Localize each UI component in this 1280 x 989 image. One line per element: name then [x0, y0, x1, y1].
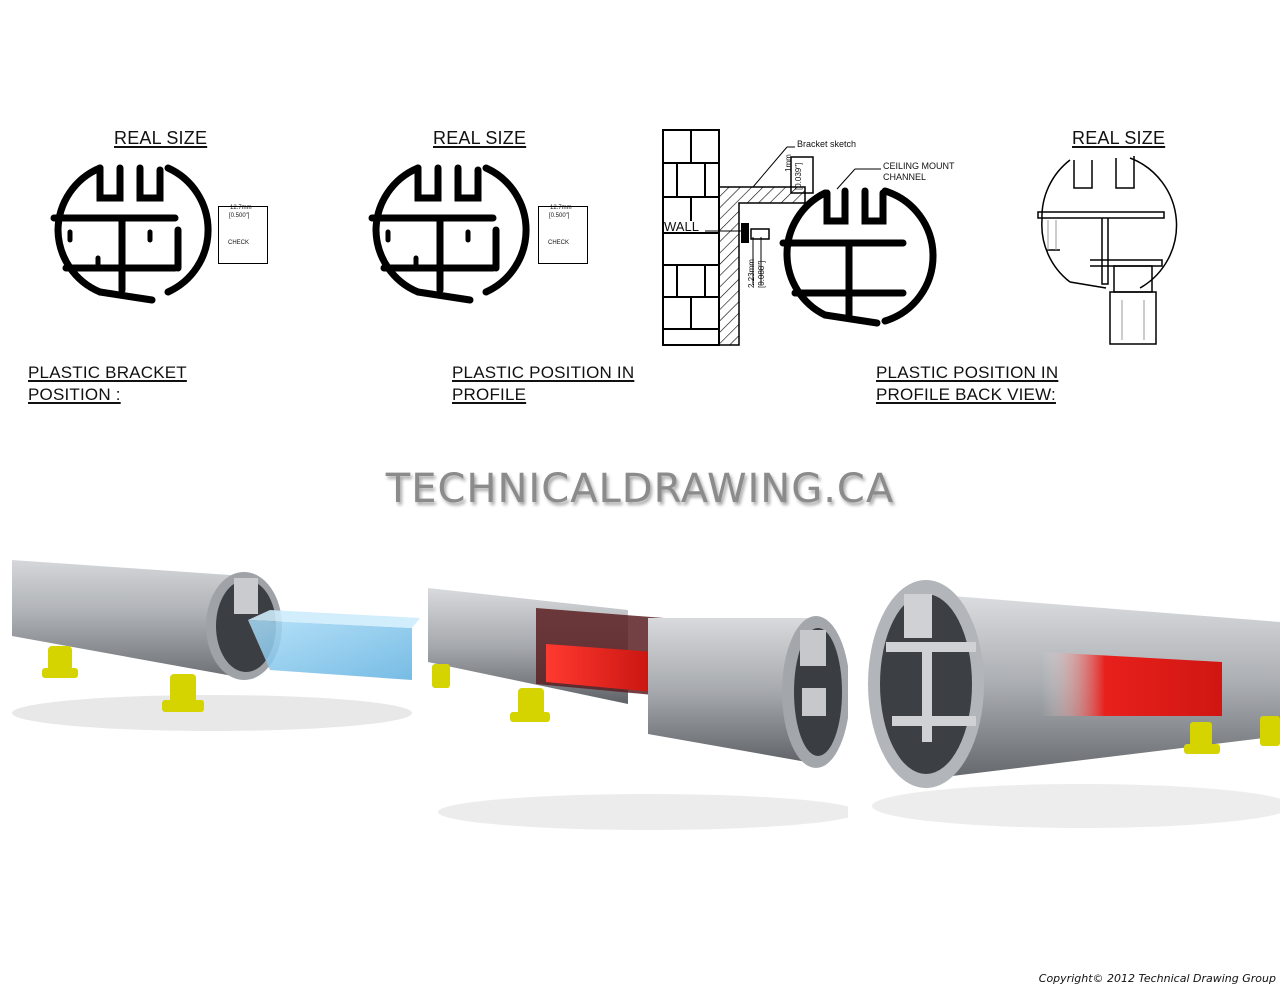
- copyright-text: Copyright© 2012 Technical Drawing Group: [1038, 972, 1276, 985]
- ceiling-mount-label-line1: CEILING MOUNT: [883, 161, 955, 171]
- real-size-label-3: REAL SIZE: [1072, 128, 1166, 148]
- caption-mid-line2: PROFILE: [452, 385, 527, 404]
- box-dim-1-in: [0.500"]: [229, 213, 250, 219]
- real-size-label-1: REAL SIZE: [114, 128, 208, 148]
- box-dim-2: 12.7mm: [550, 205, 572, 211]
- caption-right-line2: PROFILE BACK VIEW:: [876, 385, 1056, 404]
- real-size-label-2: REAL SIZE: [433, 128, 527, 148]
- profile-section-drawing-2: [368, 164, 530, 304]
- render-blue-insert: [12, 548, 420, 760]
- caption-left-line1: PLASTIC BRACKET: [28, 363, 187, 382]
- render-red-insert-side: [428, 584, 848, 844]
- wall-label: WALL: [664, 219, 699, 234]
- check-box-1: [218, 206, 268, 264]
- ceiling-mount-label-line2: CHANNEL: [883, 172, 927, 182]
- dim-1mm-in: [0.039"]: [794, 162, 803, 190]
- box-dim-1: 12.7mm: [230, 205, 252, 211]
- bracket-sketch-label: Bracket sketch: [797, 139, 857, 149]
- render-red-insert-end: [852, 566, 1280, 854]
- check-box-2: [538, 206, 588, 264]
- check-label-2: CHECK: [548, 240, 570, 246]
- caption-mid-line1: PLASTIC POSITION IN: [452, 363, 635, 382]
- caption-left-line2: POSITION :: [28, 385, 121, 404]
- dim-223mm-in: [0.088"]: [757, 260, 766, 288]
- wall-mount-section-drawing: [662, 129, 937, 346]
- profile-section-drawing-1: [50, 164, 212, 304]
- back-view-drawing: [1037, 156, 1178, 345]
- watermark-text: TECHNICALDRAWING.CA: [385, 466, 895, 512]
- check-label-1: CHECK: [228, 240, 250, 246]
- box-dim-2-in: [0.500"]: [549, 213, 570, 219]
- caption-right-line1: PLASTIC POSITION IN: [876, 363, 1059, 382]
